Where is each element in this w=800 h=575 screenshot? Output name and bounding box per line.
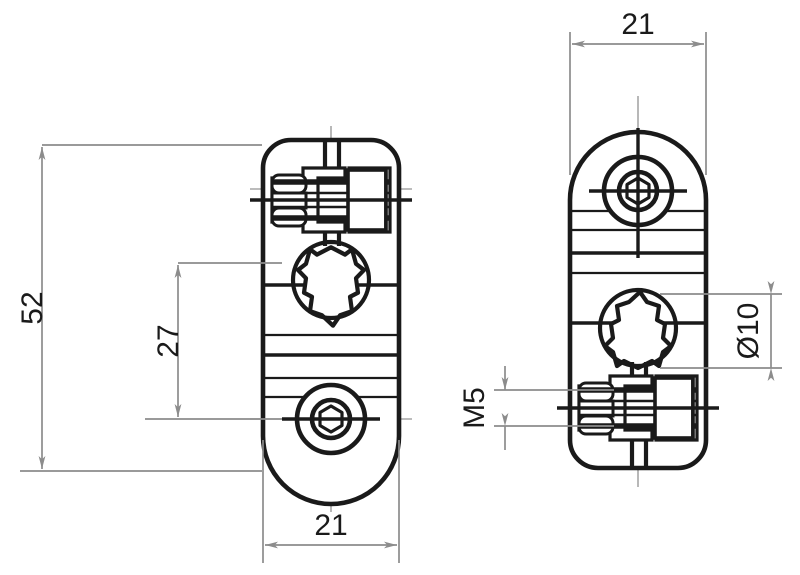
hex-socket-hole-side (589, 128, 687, 258)
dim-21-top: 21 (569, 8, 707, 175)
dim-21-bottom: 21 (262, 440, 400, 563)
serrated-bore-front (290, 239, 372, 328)
clamp-screw-front (250, 166, 412, 234)
front-view (250, 126, 412, 512)
clamp-screw-side (557, 374, 719, 442)
side-view (557, 96, 719, 492)
serrated-bore-side (597, 287, 679, 371)
dim-27: 27 (145, 262, 282, 420)
dim-52-label: 52 (16, 291, 49, 324)
dim-21-bottom-label: 21 (314, 509, 347, 542)
dim-m5: M5 (458, 366, 614, 450)
hex-socket-hole-front (282, 382, 380, 456)
dim-m5-label: M5 (458, 387, 491, 429)
dim-d10: Ø10 (660, 281, 782, 381)
dim-27-label: 27 (152, 324, 185, 357)
dim-52: 52 (16, 144, 262, 472)
dimension-annotations: 52 27 21 21 Ø10 (16, 8, 782, 563)
dim-21-top-label: 21 (621, 8, 654, 41)
dim-d10-label: Ø10 (732, 303, 765, 360)
